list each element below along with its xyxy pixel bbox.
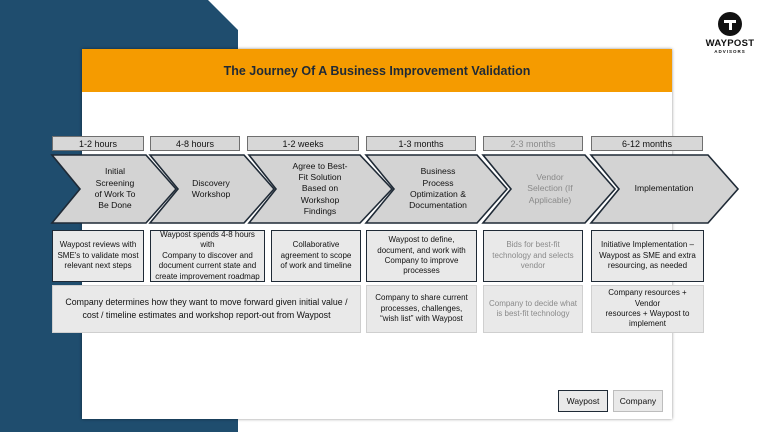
waypost-role-stage-5: Bids for best-fit technology and selects… [483, 230, 583, 282]
chevron-label-stage-1: Initial Screening of Work To Be Done [94, 166, 136, 211]
company-role-stage-4: Company to share current processes, chal… [366, 285, 477, 333]
logo-name: WAYPOST [705, 38, 755, 49]
waypost-role-stage-2: Waypost spends 4-8 hours with Company to… [150, 230, 265, 282]
title-bar [82, 49, 672, 92]
chevron-label-stage-6: Implementation [634, 183, 694, 194]
company-role-stage-5: Company to decide what is best-fit techn… [483, 285, 583, 333]
waypost-logo-icon [718, 12, 742, 36]
legend-company: Company [613, 390, 663, 412]
legend-waypost: Waypost [558, 390, 608, 412]
waypost-role-stage-1: Waypost reviews with SME's to validate m… [52, 230, 144, 282]
waypost-role-stage-3: Collaborative agreement to scope of work… [271, 230, 361, 282]
slide-title: The Journey Of A Business Improvement Va… [223, 63, 531, 78]
duration-stage-5: 2-3 months [483, 136, 583, 151]
chevron-stage-5 [481, 154, 617, 224]
chevron-stage-2 [148, 154, 276, 224]
chevron-label-stage-4: Business Process Optimization & Document… [409, 166, 467, 211]
duration-stage-1: 1-2 hours [52, 136, 144, 151]
logo-subtitle: ADVISORS [714, 49, 746, 54]
duration-stage-4: 1-3 months [366, 136, 476, 151]
company-role-stages-1-3: Company determines how they want to move… [52, 285, 361, 333]
company-role-stage-6: Company resources + Vendor resources + W… [591, 285, 704, 333]
waypost-role-stage-6: Initiative Implementation – Waypost as S… [591, 230, 704, 282]
duration-stage-6: 6-12 months [591, 136, 703, 151]
chevron-stage-4 [364, 154, 509, 224]
chevron-label-stage-3: Agree to Best- Fit Solution Based on Wor… [292, 160, 348, 217]
chevron-stage-1 [50, 154, 178, 224]
chevron-label-stage-2: Discovery Workshop [191, 177, 231, 199]
chevron-stage-6 [589, 154, 740, 224]
duration-stage-3: 1-2 weeks [247, 136, 359, 151]
chevron-label-stage-5: Vendor Selection (If Applicable) [527, 171, 573, 205]
duration-stage-2: 4-8 hours [150, 136, 240, 151]
chevron-stage-3 [247, 154, 394, 224]
waypost-role-stage-4: Waypost to define, document, and work wi… [366, 230, 477, 282]
